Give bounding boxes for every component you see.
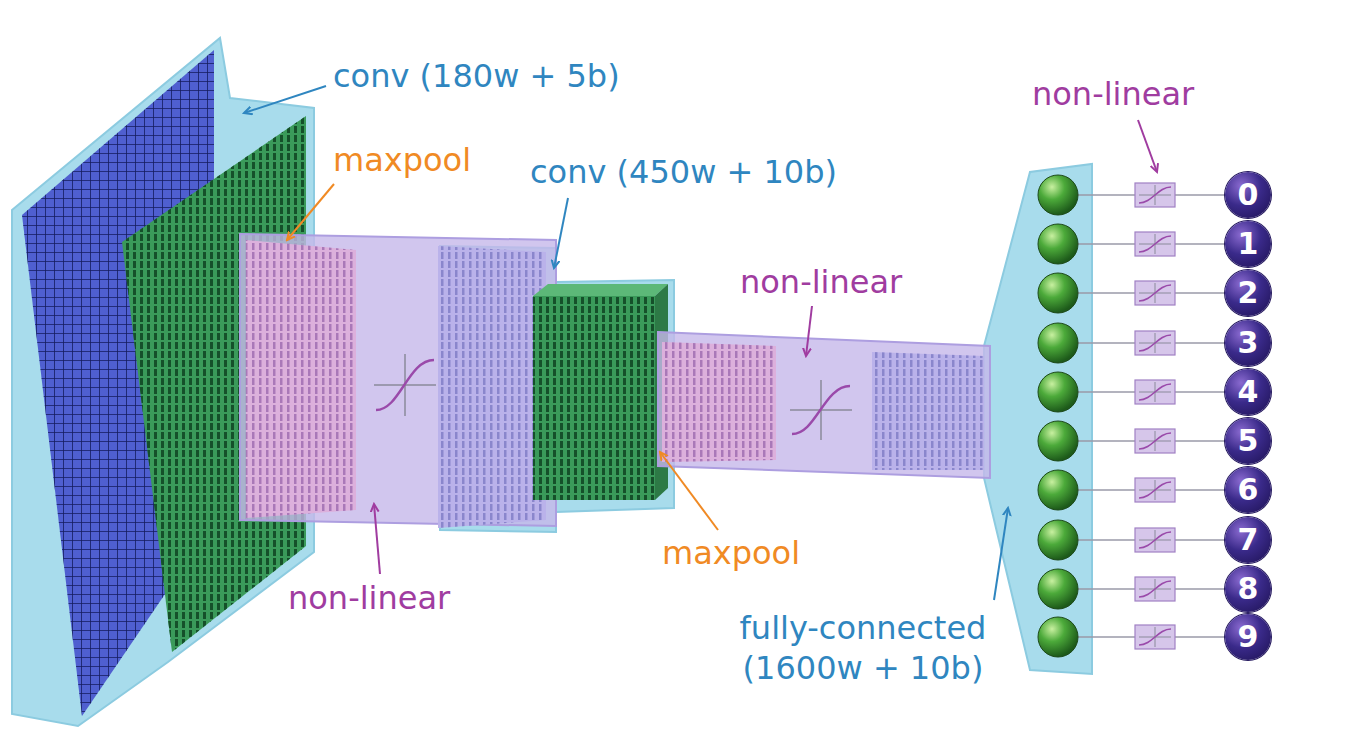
output-row bbox=[1038, 569, 1226, 609]
cube-top bbox=[533, 284, 668, 296]
output-row bbox=[1038, 421, 1226, 461]
pool-plate bbox=[662, 342, 776, 462]
leader-arrow bbox=[244, 86, 326, 113]
class-output-circle: 2 bbox=[1225, 270, 1271, 316]
class-digit: 5 bbox=[1238, 426, 1259, 456]
pool-plate-bars bbox=[662, 342, 776, 462]
class-output-circle: 4 bbox=[1225, 369, 1271, 415]
leader-arrow bbox=[554, 198, 568, 268]
layer-label: conv (450w + 10b) bbox=[530, 152, 837, 192]
output-row bbox=[1038, 224, 1226, 264]
leader-arrow bbox=[660, 452, 718, 530]
class-digit: 2 bbox=[1238, 278, 1259, 308]
sigmoid-symbol bbox=[790, 380, 852, 440]
cube-front bbox=[533, 296, 655, 500]
class-digit: 7 bbox=[1238, 525, 1259, 555]
class-output-circle: 8 bbox=[1225, 566, 1271, 612]
operation-label: non-linear bbox=[740, 262, 902, 302]
class-output-circle: 5 bbox=[1225, 418, 1271, 464]
output-row bbox=[1038, 323, 1226, 363]
leader-arrow bbox=[287, 184, 334, 240]
class-digit: 6 bbox=[1238, 475, 1259, 505]
class-digit: 4 bbox=[1238, 377, 1259, 407]
output-row bbox=[1038, 175, 1226, 215]
output-row bbox=[1038, 273, 1226, 313]
class-output-circle: 9 bbox=[1225, 614, 1271, 660]
output-row bbox=[1038, 372, 1226, 412]
output-row bbox=[1038, 470, 1226, 510]
layer-label: conv (180w + 5b) bbox=[333, 56, 620, 96]
leader-arrow bbox=[994, 508, 1008, 600]
operation-label: non-linear bbox=[1032, 74, 1194, 114]
layer-label: fully-connected (1600w + 10b) bbox=[700, 608, 1026, 688]
illustration-part bbox=[376, 360, 434, 410]
sigmoid-symbol bbox=[374, 354, 436, 416]
class-digit: 9 bbox=[1238, 622, 1259, 652]
leader-arrow bbox=[374, 504, 380, 574]
operation-label: non-linear bbox=[288, 578, 450, 618]
operation-label: maxpool bbox=[662, 533, 800, 573]
cube-front-bars bbox=[533, 296, 655, 500]
class-digit: 8 bbox=[1238, 574, 1259, 604]
class-digit: 0 bbox=[1238, 180, 1259, 210]
leader-arrow bbox=[806, 306, 812, 356]
class-output-circle: 6 bbox=[1225, 467, 1271, 513]
class-digit: 1 bbox=[1238, 229, 1259, 259]
class-output-circle: 3 bbox=[1225, 320, 1271, 366]
class-output-circle: 1 bbox=[1225, 221, 1271, 267]
class-digit: 3 bbox=[1238, 328, 1259, 358]
class-output-circle: 0 bbox=[1225, 172, 1271, 218]
pool-plate-bars bbox=[246, 240, 356, 518]
class-output-circle: 7 bbox=[1225, 517, 1271, 563]
output-row bbox=[1038, 617, 1226, 657]
activation-plate-bars bbox=[438, 246, 546, 528]
nonlinear-band bbox=[658, 332, 990, 478]
output-row bbox=[1038, 520, 1226, 560]
activation-plate-bars bbox=[872, 352, 984, 470]
operation-label: maxpool bbox=[333, 140, 471, 180]
activation-plate bbox=[438, 246, 546, 528]
leader-arrow bbox=[1138, 120, 1157, 172]
pool-plate bbox=[246, 240, 356, 518]
activation-plate bbox=[872, 352, 984, 470]
illustration-part bbox=[792, 386, 850, 434]
